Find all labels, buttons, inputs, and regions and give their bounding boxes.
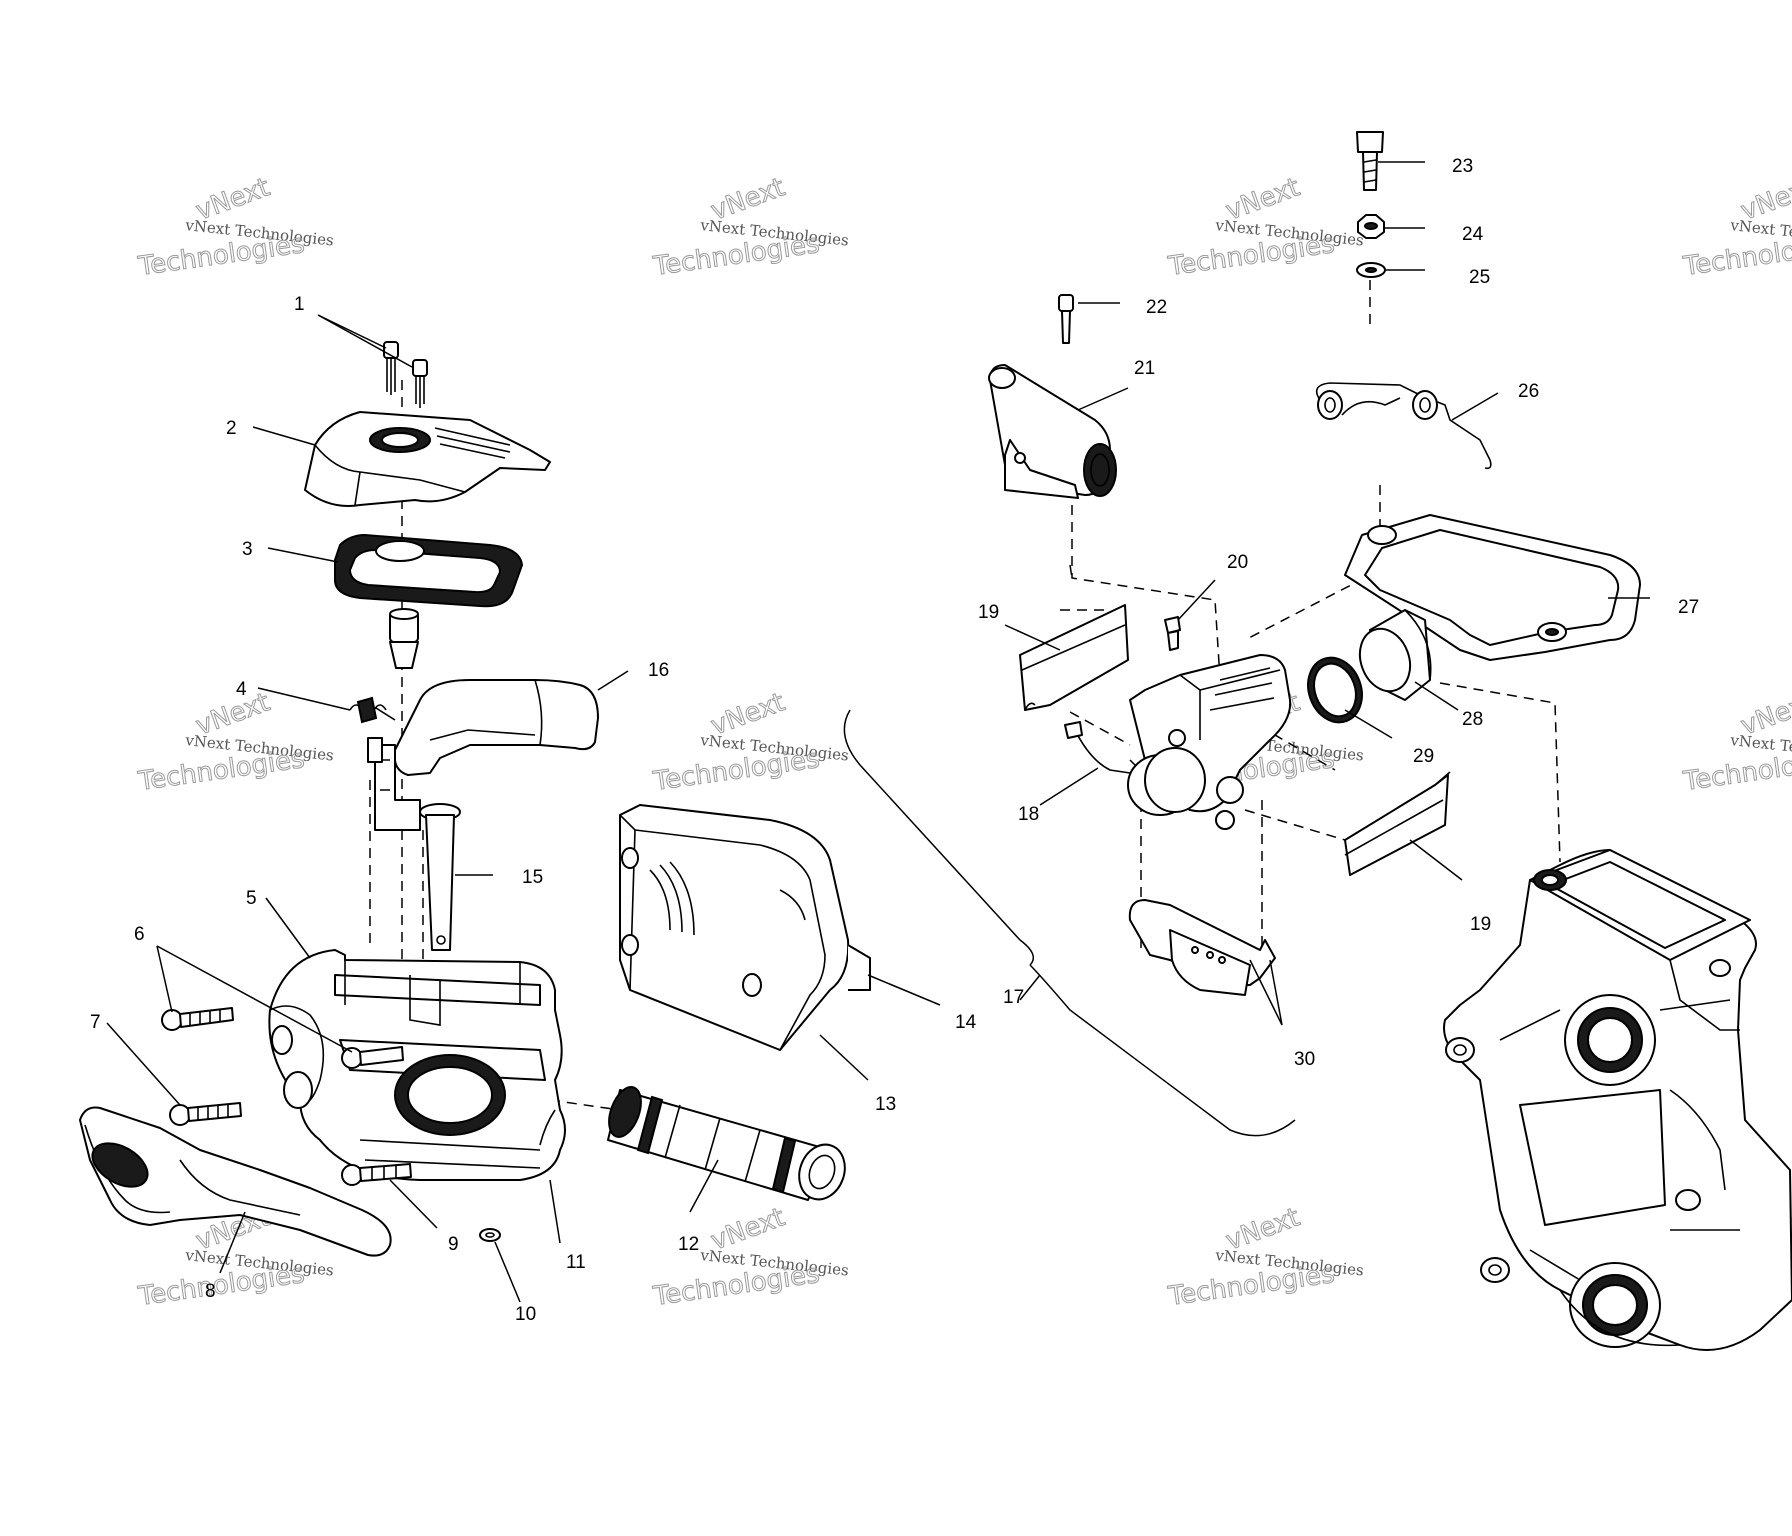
- part-21-bracket: [988, 364, 1117, 499]
- part-23-bolt: [1356, 131, 1384, 191]
- callout-15: 15: [522, 867, 543, 888]
- callout-2: 2: [226, 418, 237, 439]
- callout-8: 8: [205, 1281, 216, 1302]
- chaincase-casting: [1443, 849, 1792, 1351]
- part-3-gasket: [334, 533, 524, 608]
- part-8-brake-lever: [79, 1106, 392, 1257]
- part-19-pad-right: [1344, 771, 1451, 876]
- part-6-bolt-2: [341, 1046, 404, 1069]
- callout-16: 16: [648, 660, 669, 681]
- part-20-screw: [1164, 616, 1181, 651]
- callout-4: 4: [236, 679, 247, 700]
- callout-9: 9: [448, 1234, 459, 1255]
- part-16-throttle-lever: [367, 679, 599, 831]
- callout-20: 20: [1227, 552, 1248, 573]
- callout-17: 17: [1003, 987, 1024, 1008]
- callout-5: 5: [246, 888, 257, 909]
- part-26-wire-spring: [1315, 382, 1492, 470]
- callout-18: 18: [1018, 804, 1039, 825]
- part-30-brake-pad: [1128, 899, 1276, 996]
- part-25-washer: [1356, 262, 1386, 278]
- part-27-frame: [1344, 514, 1641, 661]
- part-5-housing: [268, 949, 566, 1181]
- callout-13: 13: [875, 1094, 896, 1115]
- part-6-bolt: [161, 1007, 234, 1031]
- part-4-spring: [349, 696, 396, 724]
- callout-14: 14: [955, 1012, 977, 1033]
- callout-21: 21: [1134, 358, 1155, 379]
- callout-26: 26: [1518, 381, 1539, 402]
- watermark: vNext vNext Technologies Technologies: [1680, 687, 1792, 798]
- watermark: vNext vNext Technologies Technologies: [650, 1202, 849, 1313]
- part-17-brace: [843, 709, 1296, 1137]
- callout-25: 25: [1469, 267, 1490, 288]
- callout-28: 28: [1462, 709, 1483, 730]
- watermark: vNext vNext Technologies Technologies: [135, 172, 334, 283]
- part-29-oring: [1307, 656, 1363, 724]
- callout-27: 27: [1678, 597, 1699, 618]
- callout-3: 3: [242, 539, 253, 560]
- part-24-nut: [1357, 214, 1385, 239]
- watermark: vNext vNext Technologies Technologies: [135, 687, 334, 798]
- watermark: vNext vNext Technologies Technologies: [1165, 1202, 1364, 1313]
- callout-19-left: 19: [978, 602, 999, 623]
- part-28-bushing: [1358, 609, 1432, 701]
- part-10-washer: [479, 1228, 501, 1242]
- callout-30: 30: [1294, 1049, 1315, 1070]
- callout-29: 29: [1413, 746, 1434, 767]
- watermark: vNext vNext Technologies Technologies: [1165, 172, 1364, 283]
- part-12-tube: [607, 1086, 846, 1201]
- callout-23: 23: [1452, 156, 1473, 177]
- watermark: vNext vNext Technologies Technologies: [650, 172, 849, 283]
- part-19-pad-left: [1019, 604, 1129, 711]
- callout-24: 24: [1462, 224, 1484, 245]
- part-15-pin: [419, 803, 493, 951]
- part-7-bolt: [169, 1102, 242, 1126]
- callout-12: 12: [678, 1234, 699, 1255]
- callout-11: 11: [566, 1252, 586, 1273]
- callout-19-right: 19: [1470, 914, 1491, 935]
- part-piston: [389, 608, 419, 669]
- callout-10: 10: [515, 1304, 536, 1325]
- watermark: vNext vNext Technologies Technologies: [1680, 172, 1792, 283]
- callout-6: 6: [134, 924, 145, 945]
- part-18-caliper: [1064, 654, 1292, 830]
- watermark: vNext vNext Technologies Technologies: [650, 687, 849, 798]
- callout-22: 22: [1146, 297, 1167, 318]
- callout-1: 1: [294, 294, 305, 315]
- callout-7: 7: [90, 1012, 101, 1033]
- part-2-cover: [304, 411, 551, 507]
- part-13-14-cover: [619, 804, 871, 1051]
- leader-lines: [106, 161, 1650, 1303]
- part-22-bolt: [1058, 294, 1074, 344]
- part-9-bolt: [341, 1163, 412, 1186]
- part-1-screws: [383, 341, 428, 408]
- callout-labels: 1 2 3 4 5 6 7 8 9 10 11 12 13 14 15 16 1…: [90, 156, 1699, 1325]
